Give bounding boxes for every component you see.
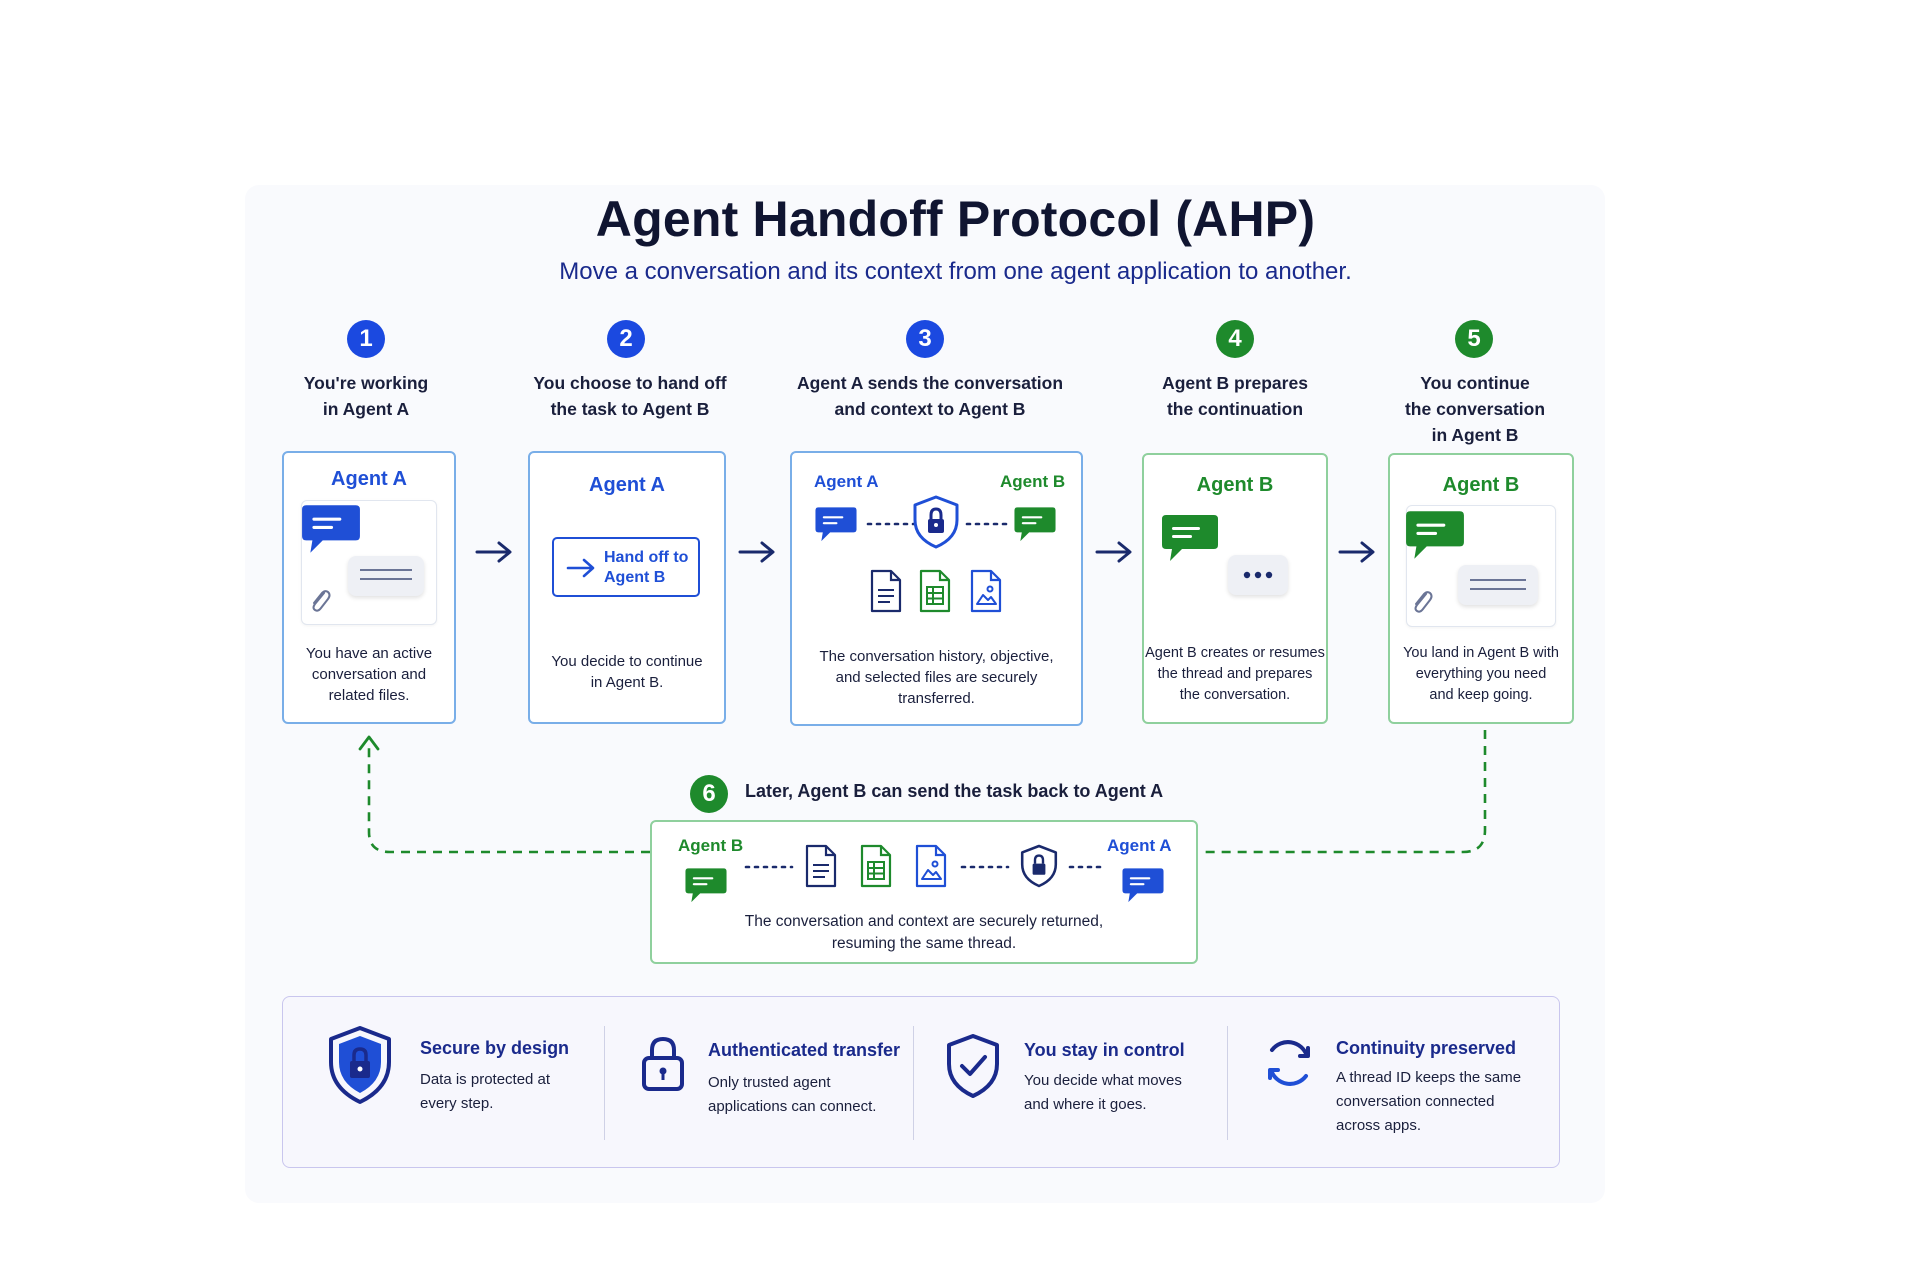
step-3-number: 3 bbox=[906, 320, 944, 358]
padlock-icon bbox=[642, 1036, 684, 1091]
step-6-number: 6 bbox=[690, 775, 728, 813]
sync-icon bbox=[1268, 1040, 1310, 1086]
feature-divider bbox=[1227, 1026, 1228, 1140]
dotted-connector bbox=[965, 522, 1011, 526]
feature-3-title: You stay in control bbox=[1024, 1040, 1185, 1060]
image-file-icon bbox=[914, 844, 948, 888]
feature-2-title: Authenticated transfer bbox=[708, 1040, 901, 1060]
shield-lock-icon bbox=[329, 1026, 391, 1104]
step-5-number: 5 bbox=[1455, 320, 1493, 358]
arrow-right-icon bbox=[1095, 541, 1132, 563]
hand-off-button-label-1: Hand off to bbox=[604, 549, 689, 566]
spreadsheet-icon bbox=[859, 844, 893, 888]
step-2-number: 2 bbox=[607, 320, 645, 358]
feature-1-title: Secure by design bbox=[420, 1038, 570, 1058]
step-1-card-title: Agent A bbox=[331, 468, 407, 490]
page-subtitle: Move a conversation and its context from… bbox=[559, 258, 1352, 285]
arrow-right-icon bbox=[1338, 541, 1375, 563]
dotted-connector bbox=[960, 865, 1010, 869]
step-6-card bbox=[650, 820, 1198, 964]
step-3-to-label: Agent B bbox=[1000, 472, 1066, 491]
features-strip bbox=[282, 996, 1560, 1168]
shield-lock-icon bbox=[1020, 844, 1058, 888]
step-6-from-label: Agent B bbox=[678, 836, 744, 855]
step-3-desc: The conversation history, objective,and … bbox=[819, 648, 1054, 707]
step-6-title: Later, Agent B can send the task back to… bbox=[745, 781, 1164, 801]
hand-off-button-label-2: Agent B bbox=[604, 569, 666, 586]
step-5-card-title: Agent B bbox=[1442, 474, 1520, 496]
feature-divider bbox=[913, 1026, 914, 1140]
document-icon bbox=[804, 844, 838, 888]
step-6-desc: The conversation and context are securel… bbox=[744, 913, 1104, 952]
typing-indicator-icon bbox=[1228, 555, 1288, 595]
feature-4-title: Continuity preserved bbox=[1336, 1038, 1517, 1058]
chat-bubble-blue-icon bbox=[1121, 866, 1165, 906]
dotted-connector bbox=[1068, 865, 1108, 869]
feature-divider bbox=[604, 1026, 605, 1140]
dotted-connector bbox=[744, 865, 794, 869]
shield-check-icon bbox=[947, 1034, 999, 1098]
step-3-from-label: Agent A bbox=[814, 472, 879, 491]
arrow-right-icon bbox=[738, 541, 775, 563]
step-6-to-label: Agent A bbox=[1107, 836, 1172, 855]
chat-bubble-gray-icon bbox=[1458, 565, 1538, 605]
step-4-card-title: Agent B bbox=[1196, 474, 1274, 496]
step-2-card-title: Agent A bbox=[589, 474, 665, 496]
step-1-number: 1 bbox=[347, 320, 385, 358]
page-title: Agent Handoff Protocol (AHP) bbox=[595, 191, 1316, 247]
arrow-right-icon bbox=[475, 541, 512, 563]
arrow-right-icon bbox=[566, 558, 595, 578]
hand-off-button[interactable]: Hand off to Agent B bbox=[552, 537, 700, 597]
chat-bubble-gray-icon bbox=[348, 556, 424, 596]
step-4-number: 4 bbox=[1216, 320, 1254, 358]
chat-bubble-green-icon bbox=[684, 866, 728, 906]
